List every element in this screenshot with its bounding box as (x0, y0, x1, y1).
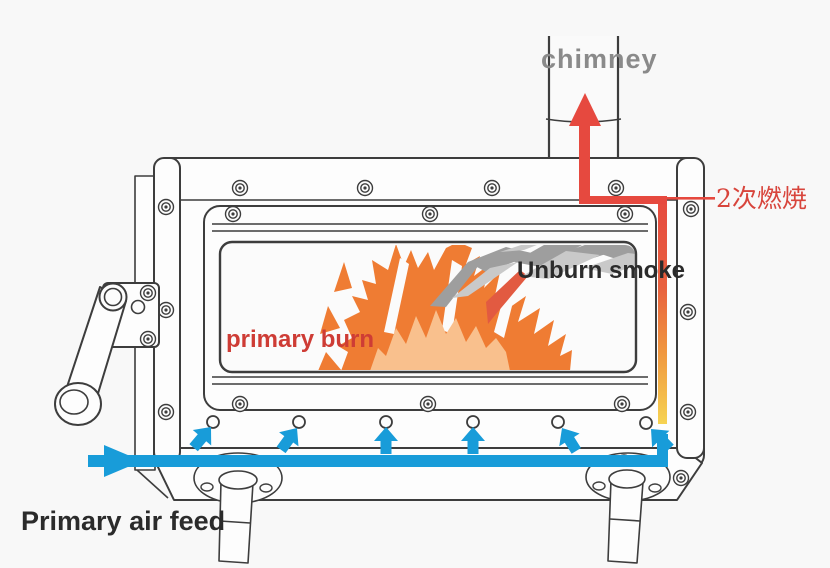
primary-air-feed-label: Primary air feed (21, 506, 226, 536)
flue-run-vertical (579, 122, 590, 204)
firebox-view (318, 245, 635, 370)
secondary-air-riser (658, 196, 667, 424)
primary-air-arrowhead (104, 445, 142, 477)
stove-body (134, 157, 705, 501)
secondary-burn-flow (569, 93, 715, 424)
front-right-leg (585, 452, 671, 564)
primary-air-flow (88, 419, 679, 477)
door-accent-lines (212, 223, 648, 385)
secondary-combustion-label: 2次燃焼 (716, 184, 807, 213)
secondary-label-leader-line (667, 197, 715, 200)
hinge-plate-corner (136, 469, 169, 499)
window-frame (218, 240, 638, 374)
inner-flame (370, 310, 510, 370)
air-holes (206, 415, 653, 430)
smoke-wisps (430, 245, 635, 307)
chimney-label: chimney (541, 44, 658, 74)
unburn-smoke-label: Unburn smoke (517, 257, 686, 284)
flue-run-horizontal (579, 196, 667, 204)
chimney-flow-arrowhead (569, 93, 601, 126)
flame (318, 245, 572, 370)
primary-burn-label: primary burn (226, 326, 375, 353)
crank-handle (54, 282, 160, 426)
primary-air-duct-line (88, 434, 668, 467)
